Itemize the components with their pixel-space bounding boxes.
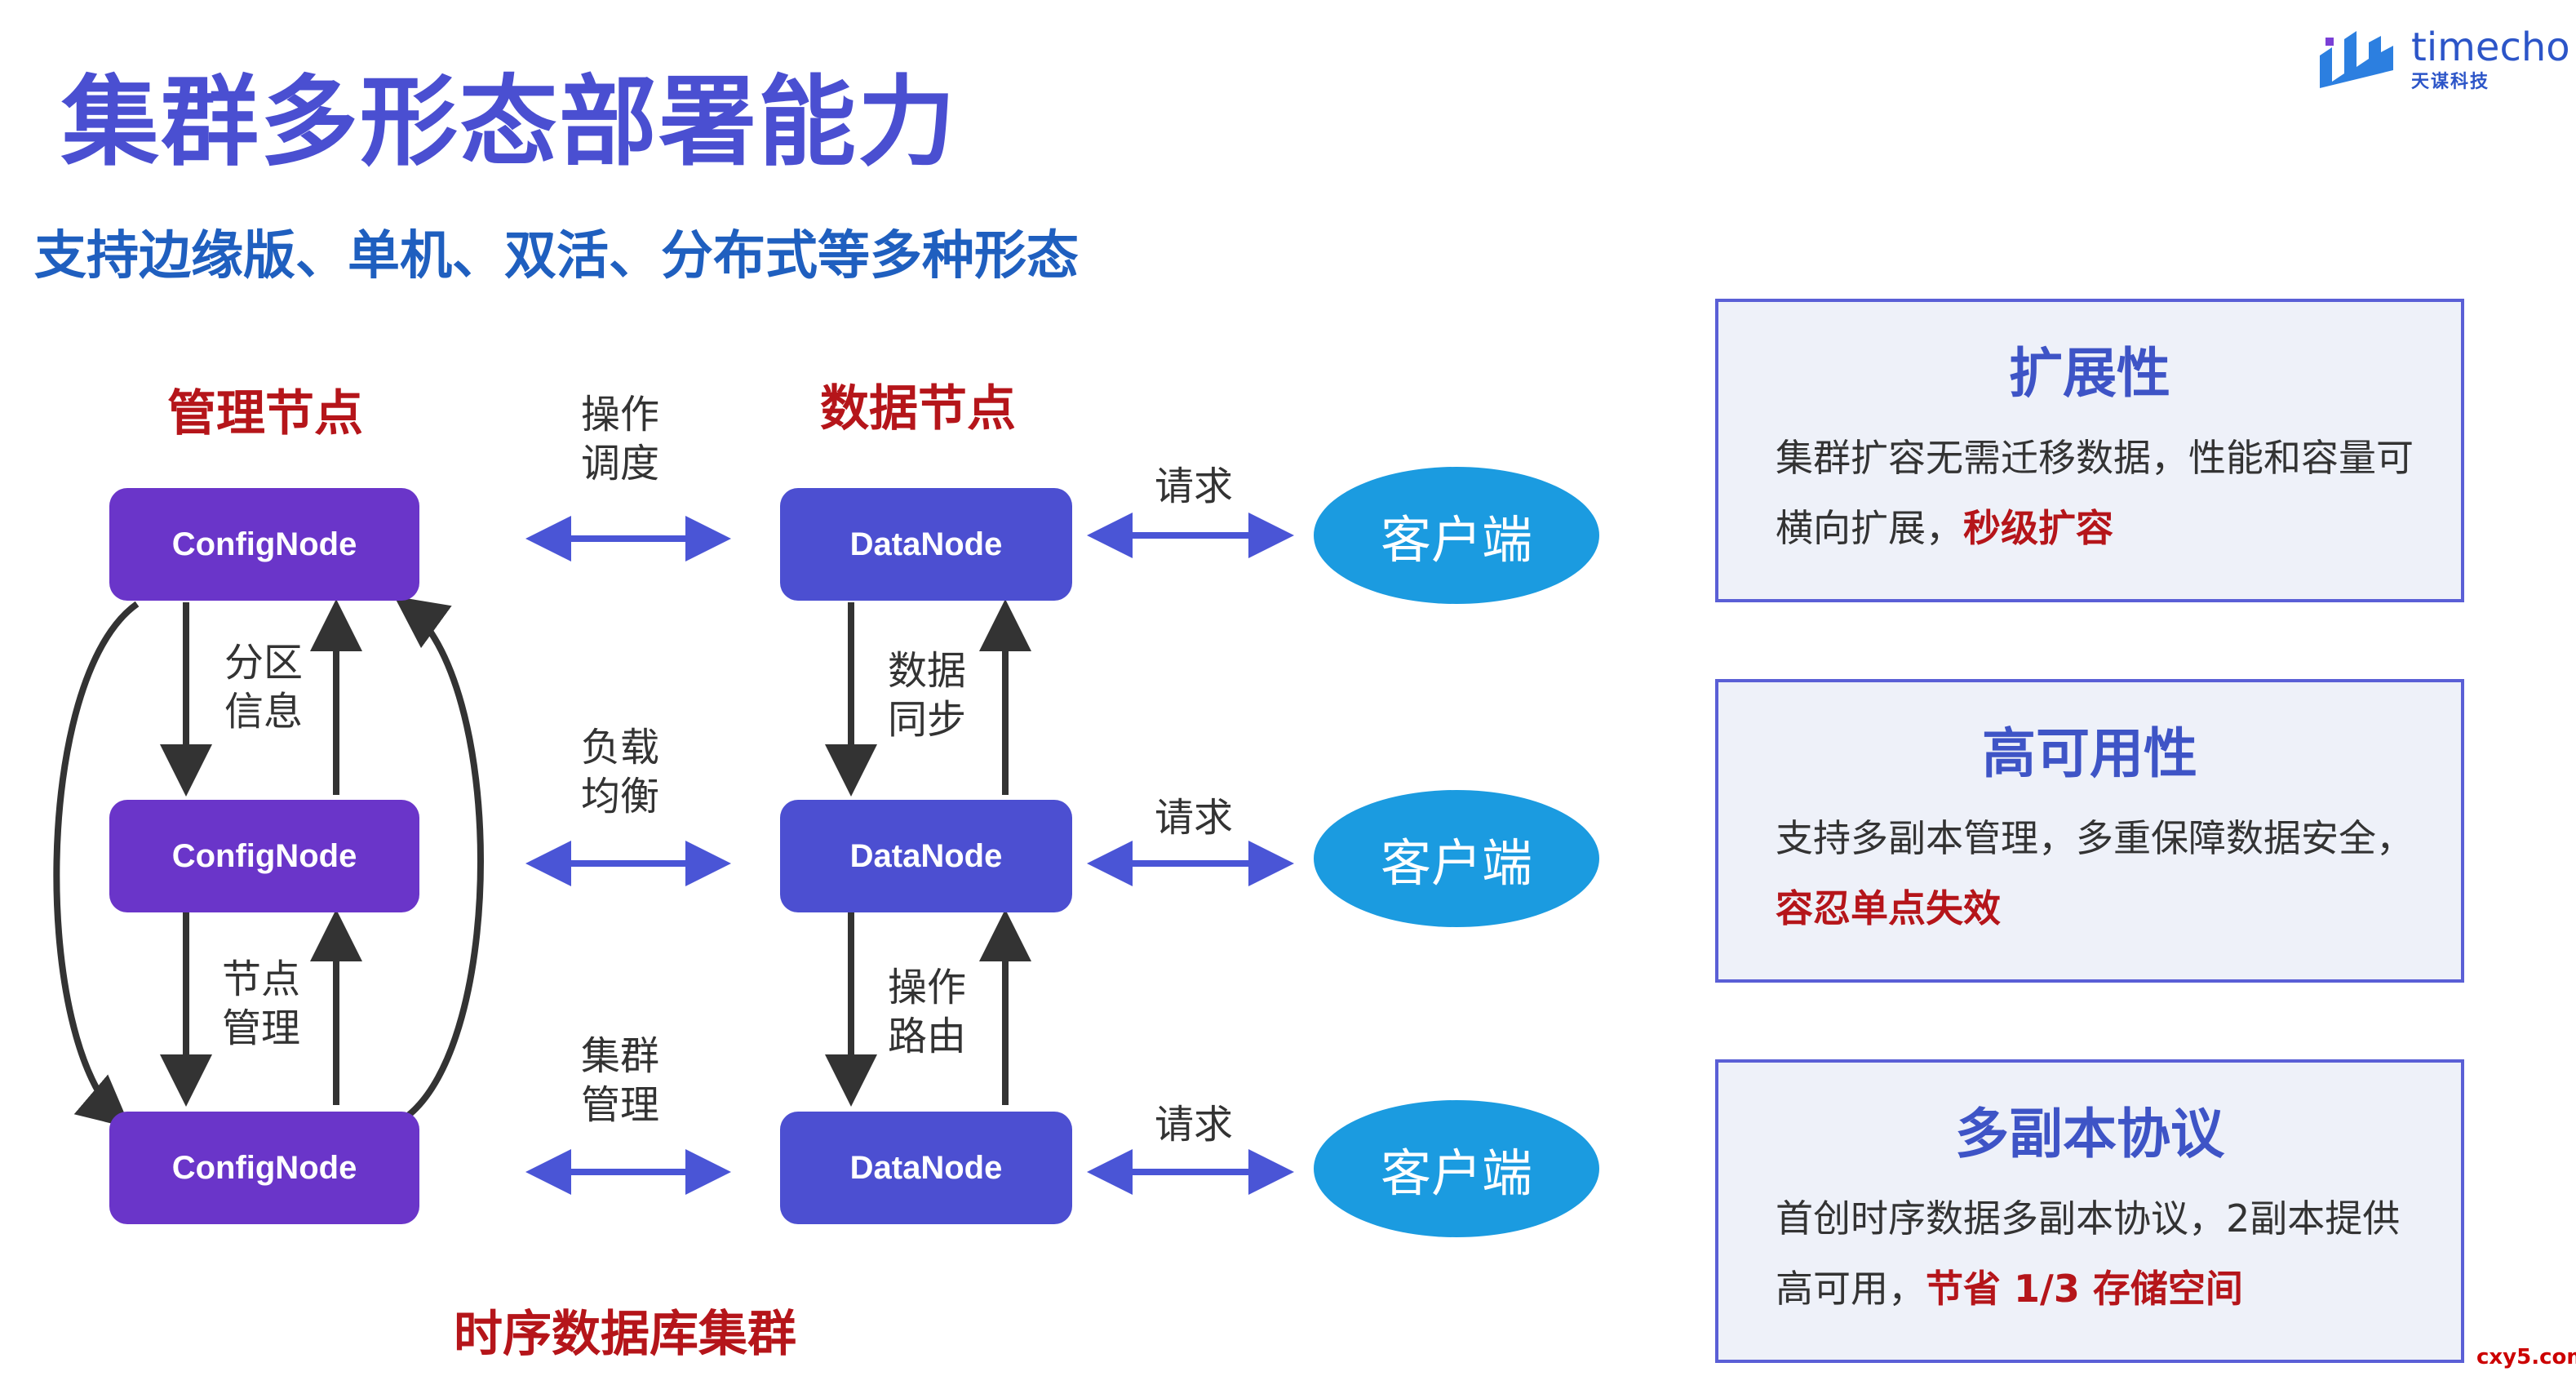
load-balancing-label: 负载 均衡 <box>581 725 660 819</box>
card-body: 支持多副本管理，多重保障数据安全， <box>1776 816 2414 860</box>
card-title: 扩展性 <box>2009 342 2170 405</box>
client-3: 客户端 <box>1314 1100 1599 1237</box>
card-body: 首创时序数据多副本协议，2副本提供高可用， <box>1776 1196 2401 1311</box>
request-label-3: 请求 <box>1155 1102 1234 1147</box>
card-multi-replica-protocol: 多副本协议 首创时序数据多副本协议，2副本提供高可用，节省 1/3 存储空间 <box>1715 1059 2464 1363</box>
cluster-title: 时序数据库集群 <box>454 1306 796 1363</box>
card-body: 集群扩容无需迁移数据，性能和容量可横向扩展， <box>1776 436 2414 550</box>
client-2: 客户端 <box>1314 790 1599 927</box>
card-title: 高可用性 <box>1982 722 2197 785</box>
partition-info-label: 分区 信息 <box>224 640 304 735</box>
request-label-1: 请求 <box>1155 464 1234 509</box>
request-label-2: 请求 <box>1155 795 1234 841</box>
data-node-2: DataNode <box>780 800 1072 912</box>
card-highlight: 节省 1/3 存储空间 <box>1926 1267 2243 1311</box>
card-text: 支持多副本管理，多重保障数据安全， 容忍单点失效 <box>1776 803 2436 943</box>
watermark: cxy5.com <box>2476 1345 2576 1369</box>
card-high-availability: 高可用性 支持多副本管理，多重保障数据安全， 容忍单点失效 <box>1715 679 2464 983</box>
card-text: 集群扩容无需迁移数据，性能和容量可横向扩展，秒级扩容 <box>1776 423 2420 563</box>
card-scalability: 扩展性 集群扩容无需迁移数据，性能和容量可横向扩展，秒级扩容 <box>1715 299 2464 602</box>
card-highlight: 容忍单点失效 <box>1776 886 2001 930</box>
data-column-title: 数据节点 <box>820 380 1016 437</box>
config-node-2: ConfigNode <box>109 800 419 912</box>
card-title: 多副本协议 <box>1955 1103 2224 1165</box>
data-node-3: DataNode <box>780 1112 1072 1224</box>
operation-routing-label: 操作 路由 <box>888 965 967 1059</box>
config-right-curve <box>394 596 484 1121</box>
data-sync-label: 数据 同步 <box>888 648 967 743</box>
card-text: 首创时序数据多副本协议，2副本提供高可用，节省 1/3 存储空间 <box>1776 1183 2420 1324</box>
card-highlight: 秒级扩容 <box>1963 506 2113 550</box>
client-1: 客户端 <box>1314 467 1599 604</box>
logo-tagline: 天谋科技 <box>2411 72 2490 92</box>
page-title: 集群多形态部署能力 <box>61 66 957 180</box>
data-node-1: DataNode <box>780 488 1072 601</box>
node-management-label: 节点 管理 <box>222 957 301 1051</box>
operation-scheduling-label: 操作 调度 <box>581 392 660 486</box>
config-node-1: ConfigNode <box>109 488 419 601</box>
logo-wordmark: timecho <box>2411 24 2570 70</box>
page-subtitle: 支持边缘版、单机、双活、分布式等多种形态 <box>34 226 1079 286</box>
config-column-title: 管理节点 <box>167 385 363 442</box>
config-node-3: ConfigNode <box>109 1112 419 1224</box>
timecho-logo-icon <box>2320 31 2393 88</box>
cluster-management-label: 集群 管理 <box>581 1033 660 1128</box>
config-left-curve <box>53 601 140 1129</box>
